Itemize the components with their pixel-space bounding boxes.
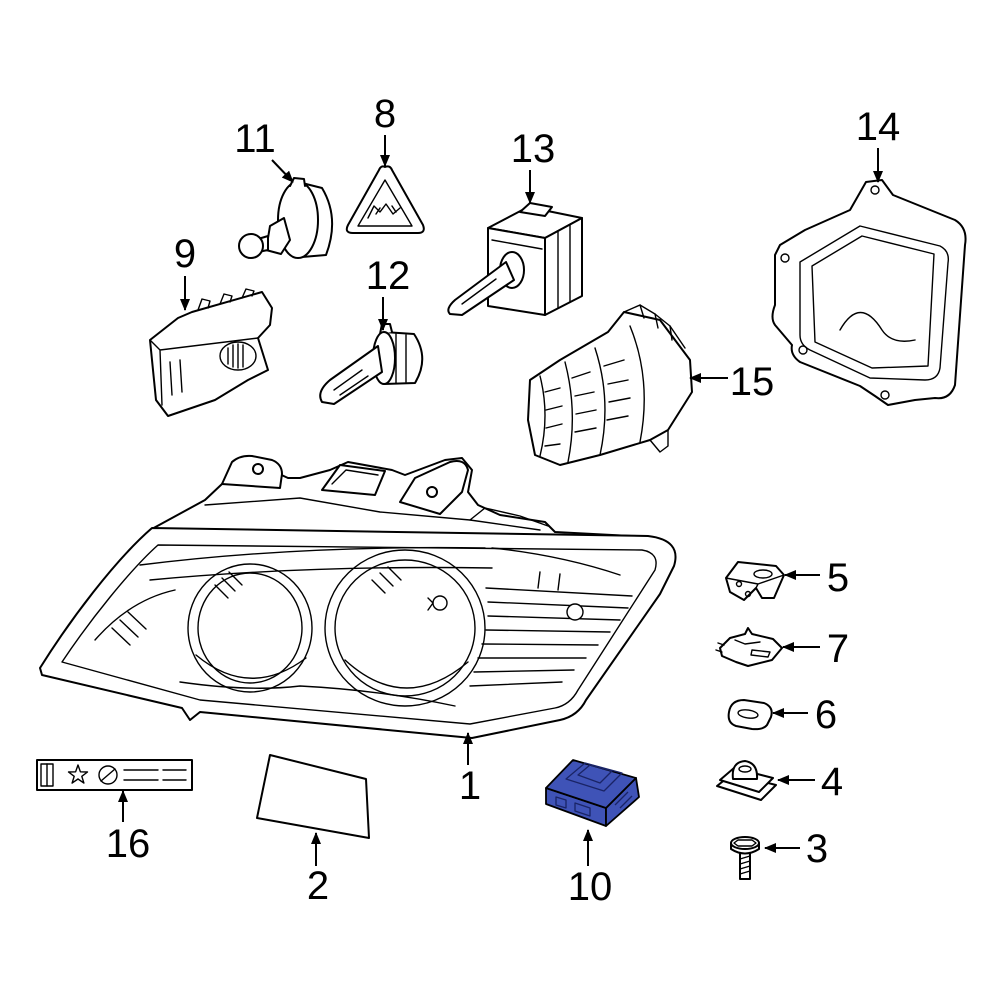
callout-5: 5 [784, 556, 849, 600]
callout-2: 2 [307, 832, 329, 908]
part-13-xenon-bulb [447, 202, 583, 316]
callout-3: 3 [764, 827, 828, 871]
part-7-clip [715, 627, 783, 667]
callout-14: 14 [856, 105, 901, 183]
part-11-bulb [238, 177, 334, 259]
part-10-module-highlighted [545, 759, 640, 827]
callout-number: 10 [568, 865, 613, 909]
part-5-bracket [725, 561, 785, 601]
callout-10: 10 [568, 829, 613, 909]
callout-number: 14 [856, 105, 901, 149]
part-9-control-module [149, 288, 273, 417]
callout-number: 13 [511, 127, 556, 171]
callout-4: 4 [777, 760, 843, 804]
callout-number: 9 [174, 232, 196, 276]
part-4-clip-nut [716, 760, 777, 801]
callout-number: 6 [815, 693, 837, 737]
callout-number: 5 [827, 556, 849, 600]
callout-12: 12 [366, 254, 411, 331]
part-3-bolt [730, 836, 760, 880]
callout-9: 9 [174, 232, 196, 311]
part-2-sheet [256, 754, 370, 839]
callout-number: 7 [827, 627, 849, 671]
callout-6: 6 [772, 693, 837, 737]
part-12-bulb [319, 323, 424, 405]
callout-number: 1 [459, 764, 481, 808]
callout-11: 11 [234, 117, 294, 183]
callout-1: 1 [459, 732, 481, 808]
callout-number: 11 [234, 117, 276, 161]
callout-number: 4 [821, 760, 843, 804]
callout-arrow [271, 159, 294, 183]
callout-number: 16 [106, 822, 151, 866]
part-16-label [36, 759, 193, 791]
callout-15: 15 [689, 360, 775, 404]
callout-16: 16 [106, 790, 151, 866]
callout-7: 7 [782, 627, 849, 671]
callout-number: 2 [307, 864, 329, 908]
part-6-clip [727, 699, 773, 731]
callout-number: 8 [374, 92, 396, 136]
part-1-headlamp [39, 454, 677, 739]
callout-13: 13 [511, 127, 556, 204]
part-14-frame [771, 179, 967, 406]
part-8-warning-label [345, 165, 425, 234]
callout-number: 15 [730, 360, 775, 404]
callout-8: 8 [374, 92, 396, 167]
part-15-connector-housing [527, 304, 693, 466]
callout-number: 12 [366, 254, 411, 298]
callout-number: 3 [806, 827, 828, 871]
